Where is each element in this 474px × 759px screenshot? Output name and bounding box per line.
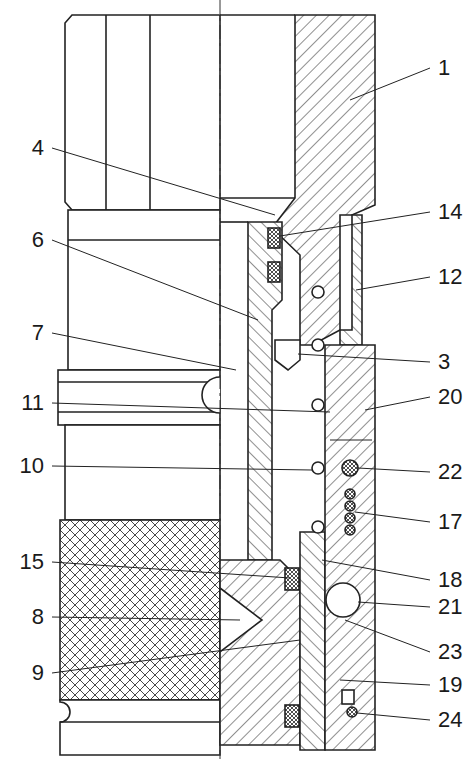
callout-number: 21 [436, 595, 464, 619]
callout-number: 14 [436, 200, 464, 224]
callout-number: 12 [436, 265, 464, 289]
callout-number: 11 [19, 391, 46, 415]
callout-number: 6 [30, 228, 46, 252]
callout-number: 4 [30, 136, 46, 160]
callout-number: 19 [436, 673, 464, 697]
callout-number: 3 [436, 350, 452, 374]
callout-number: 23 [436, 640, 464, 664]
callout-number: 18 [436, 568, 464, 592]
callout-number: 7 [30, 321, 46, 345]
callout-number: 17 [436, 510, 464, 534]
callout-number: 8 [30, 605, 46, 629]
callout-number: 1 [436, 56, 452, 80]
callout-number: 10 [18, 454, 46, 478]
callout-number: 15 [18, 550, 46, 574]
callout-number: 20 [436, 385, 464, 409]
callout-number: 9 [30, 661, 46, 685]
callout-number: 22 [436, 460, 464, 484]
callout-number: 24 [436, 708, 464, 732]
